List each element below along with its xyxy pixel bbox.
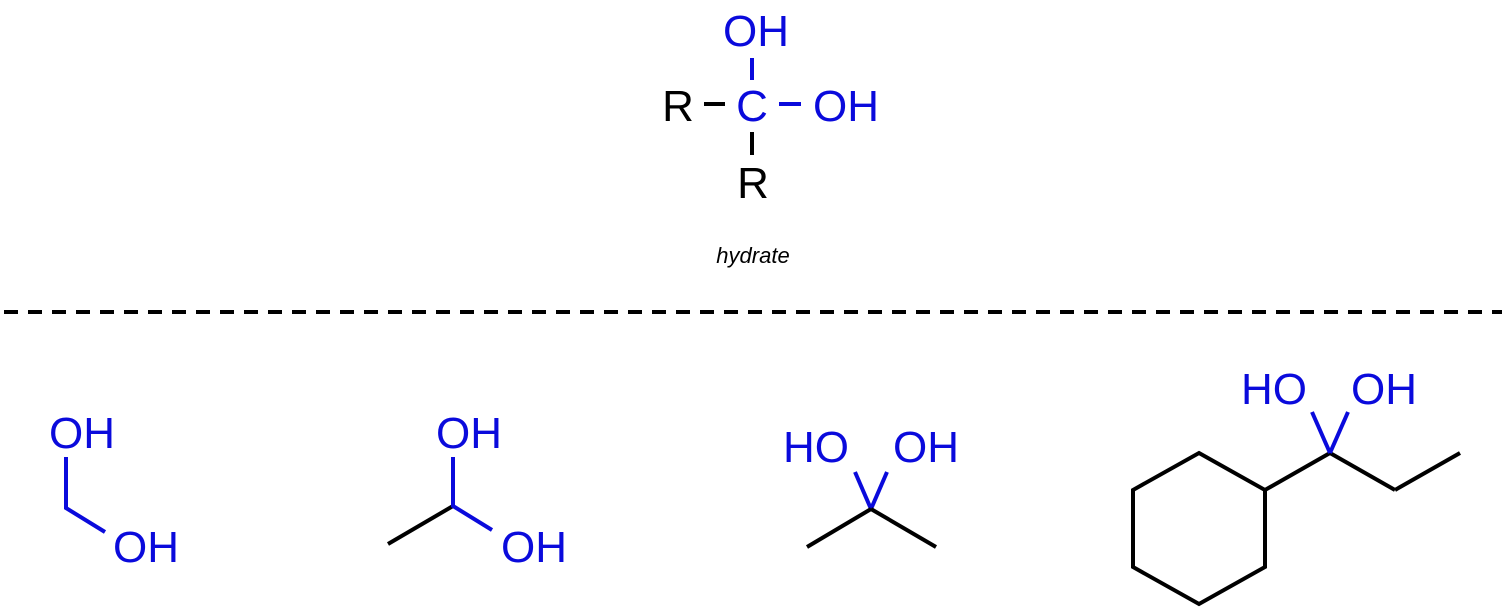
example-3-right-oh-bond [869, 471, 889, 510]
bottom-r-group-label: R [737, 159, 769, 208]
example-3-left-hydroxyl: HO [783, 423, 849, 472]
example-4-right-oh-bond [1328, 411, 1350, 454]
example-1-upper-hydroxyl: OH [49, 409, 115, 458]
example-3-left-methyl-bond [805, 507, 873, 549]
example-1-lower-hydroxyl: OH [113, 523, 179, 572]
top-hydroxyl-label: OH [723, 7, 789, 56]
example-4-left-oh-bond [1310, 411, 1332, 454]
right-hydroxyl-label: OH [813, 82, 879, 131]
example-3-left-oh-bond [853, 471, 873, 510]
example-1-carbon-bonds [64, 457, 107, 534]
central-carbon-label: C [736, 82, 768, 131]
example-methanediol: OH OH [49, 409, 179, 572]
cyclohexane-ring [1131, 450, 1267, 607]
example-propanediol: HO OH [783, 423, 959, 549]
example-4-right-hydroxyl: OH [1351, 365, 1417, 414]
example-4-left-hydroxyl: HO [1241, 365, 1307, 414]
left-r-group-label: R [662, 82, 694, 131]
example-2-carbon-bonds [451, 457, 494, 532]
example-3-right-methyl-bond [869, 507, 938, 549]
example-2-upper-hydroxyl: OH [436, 409, 502, 458]
general-hydrate-structure: OH R C OH R hydrate [662, 7, 879, 268]
example-4-ethyl-bond-1 [1329, 451, 1396, 492]
example-cyclohexyl-diol: HO OH [1131, 365, 1461, 607]
example-4-ethyl-bond-2 [1394, 451, 1461, 492]
example-ethanediol: OH OH [386, 409, 567, 572]
example-4-ring-carbon-bond [1264, 451, 1331, 492]
hydrate-caption: hydrate [716, 243, 789, 268]
example-2-lower-hydroxyl: OH [501, 523, 567, 572]
example-2-methyl-bond [386, 504, 455, 546]
example-3-right-hydroxyl: OH [893, 423, 959, 472]
